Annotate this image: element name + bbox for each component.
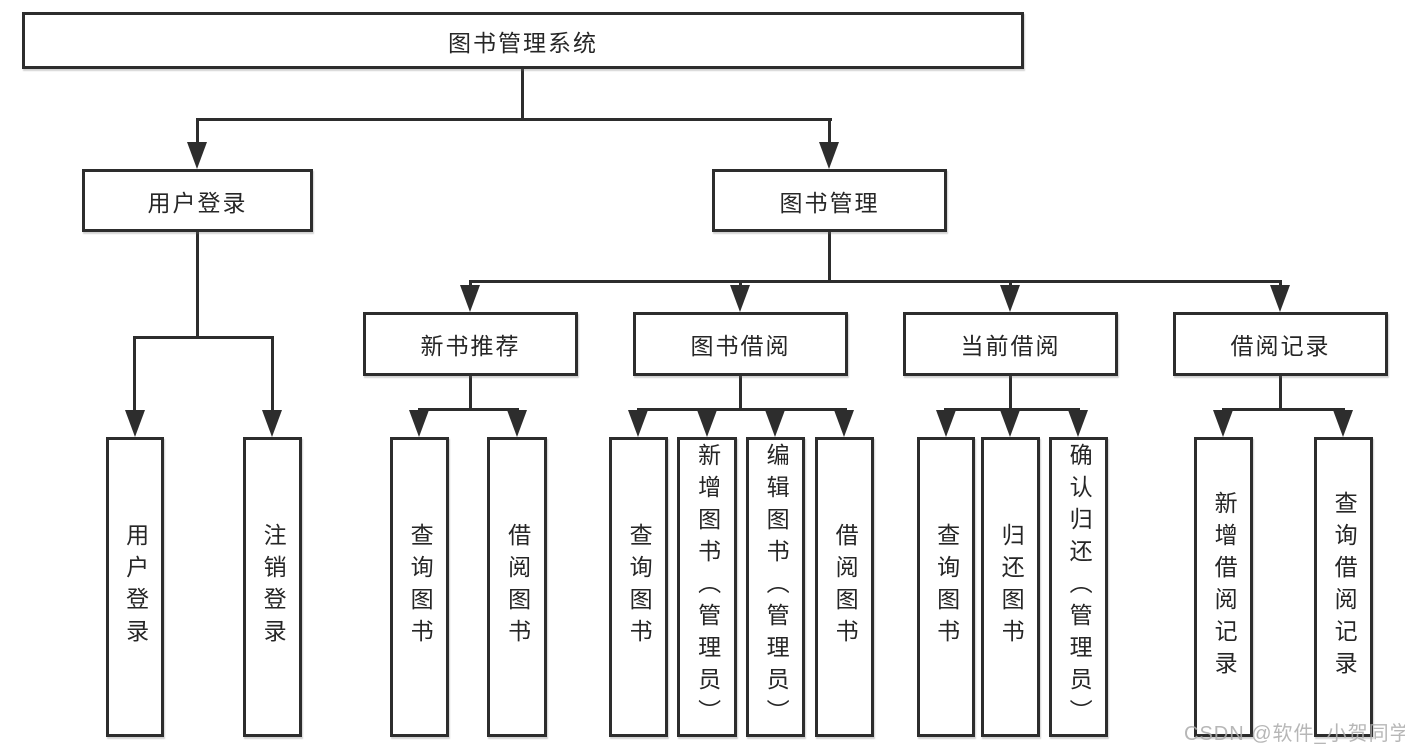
connector-book-mgmt-stem: [828, 232, 831, 283]
connector-user-login-bar: [133, 336, 274, 339]
node-label: 图书借阅: [690, 333, 791, 359]
connector-root-bar: [196, 118, 832, 121]
connector-user-login-drop-1: [133, 336, 136, 412]
arrowhead-down-icon: [1068, 410, 1088, 437]
node-label: 图书管理系统: [448, 29, 598, 56]
arrowhead-down-icon: [697, 410, 717, 437]
arrowhead-down-icon: [730, 285, 750, 312]
node-label: 当前借阅: [960, 333, 1061, 359]
connector-records-stem: [1279, 376, 1282, 411]
connector-user-login-drop-2: [271, 336, 274, 412]
arrowhead-down-icon: [1000, 410, 1020, 437]
connector-current-bar: [944, 408, 1080, 411]
node-label: 用户登录: [147, 189, 248, 216]
leaf-query-books-current: 查询图书: [917, 437, 975, 737]
arrowhead-down-icon: [1333, 410, 1353, 437]
node-current-borrowing: 当前借阅: [903, 312, 1118, 376]
leaf-borrow-books: 借阅图书: [815, 437, 874, 737]
connector-borrowing-stem: [739, 376, 742, 411]
leaf-logout: 注销登录: [243, 437, 302, 737]
leaf-label: 确认归还（管理员）: [1066, 443, 1093, 731]
node-new-book-recommendation: 新书推荐: [363, 312, 578, 376]
arrowhead-down-icon: [1270, 285, 1290, 312]
arrowhead-down-icon: [1213, 410, 1233, 437]
arrowhead-down-icon: [936, 410, 956, 437]
arrowhead-down-icon: [819, 142, 839, 169]
leaf-label: 查询图书: [407, 523, 434, 651]
arrowhead-down-icon: [409, 410, 429, 437]
connector-root-stem: [521, 69, 524, 121]
connector-book-mgmt-bar: [469, 280, 1282, 283]
leaf-label: 新增图书（管理员）: [694, 443, 721, 731]
leaf-label: 新增借阅记录: [1211, 491, 1238, 683]
connector-records-bar: [1222, 408, 1345, 411]
leaf-user-login: 用户登录: [106, 437, 164, 737]
leaf-query-borrow-record: 查询借阅记录: [1314, 437, 1373, 737]
arrowhead-down-icon: [628, 410, 648, 437]
leaf-query-books-borrowing: 查询图书: [609, 437, 668, 737]
leaf-label: 查询图书: [626, 523, 653, 651]
node-book-borrowing: 图书借阅: [633, 312, 848, 376]
connector-recommend-stem: [469, 376, 472, 411]
node-user-login: 用户登录: [82, 169, 313, 232]
leaf-label: 借阅图书: [504, 523, 531, 651]
connector-recommend-bar: [418, 408, 519, 411]
leaf-label: 编辑图书（管理员）: [763, 443, 790, 731]
node-label: 借阅记录: [1230, 333, 1331, 359]
node-label: 图书管理: [779, 189, 880, 216]
connector-root-left-drop: [196, 118, 199, 146]
leaf-label: 借阅图书: [832, 523, 859, 651]
arrowhead-down-icon: [834, 410, 854, 437]
arrowhead-down-icon: [507, 410, 527, 437]
node-book-management: 图书管理: [712, 169, 947, 232]
arrowhead-down-icon: [765, 410, 785, 437]
leaf-label: 注销登录: [260, 523, 287, 651]
leaf-edit-book-admin: 编辑图书（管理员）: [746, 437, 805, 737]
leaf-add-borrow-record: 新增借阅记录: [1194, 437, 1253, 737]
connector-current-stem: [1009, 376, 1012, 411]
arrowhead-down-icon: [125, 410, 145, 437]
node-borrowing-records: 借阅记录: [1173, 312, 1388, 376]
node-label: 新书推荐: [420, 333, 521, 359]
leaf-confirm-return-admin: 确认归还（管理员）: [1049, 437, 1108, 737]
leaf-label: 归还图书: [998, 523, 1025, 651]
leaf-borrow-books-recommend: 借阅图书: [487, 437, 547, 737]
arrowhead-down-icon: [460, 285, 480, 312]
leaf-add-book-admin: 新增图书（管理员）: [677, 437, 737, 737]
leaf-query-books-recommend: 查询图书: [390, 437, 449, 737]
arrowhead-down-icon: [262, 410, 282, 437]
leaf-label: 查询图书: [933, 523, 960, 651]
leaf-return-book: 归还图书: [981, 437, 1040, 737]
watermark-text: CSDN @软件_小贺同学: [1184, 723, 1405, 745]
connector-user-login-stem: [196, 232, 199, 339]
arrowhead-down-icon: [1000, 285, 1020, 312]
leaf-label: 用户登录: [122, 523, 149, 651]
arrowhead-down-icon: [187, 142, 207, 169]
node-library-management-system: 图书管理系统: [22, 12, 1024, 69]
connector-borrowing-bar: [637, 408, 847, 411]
leaf-label: 查询借阅记录: [1331, 491, 1358, 683]
connector-root-right-drop: [828, 118, 831, 146]
